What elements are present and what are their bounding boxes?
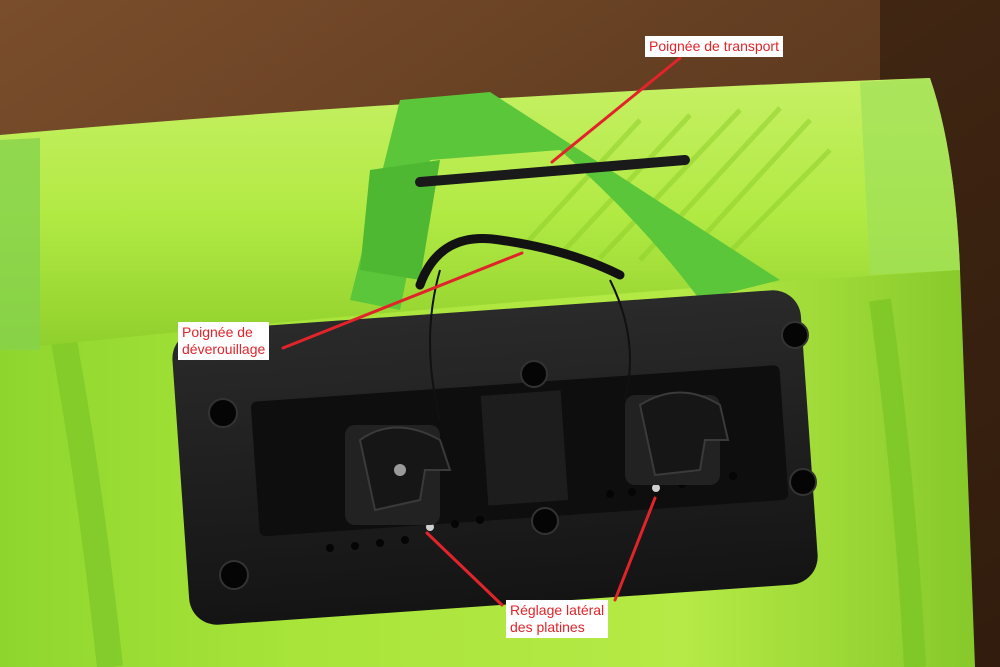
bag-side-seam xyxy=(47,317,123,667)
label-lateral-adjust-line1: Réglage latéral xyxy=(510,602,605,618)
left-hook xyxy=(345,425,452,525)
roll-top-left-band xyxy=(0,138,40,350)
rail-center-block xyxy=(480,390,569,506)
screw-top-right xyxy=(781,321,809,349)
carry-handle-bar xyxy=(415,155,690,187)
carry-strap-loop xyxy=(360,160,440,280)
label-carry-handle: Poignée de transport xyxy=(645,36,783,57)
screw-bottom-center xyxy=(531,507,559,535)
roll-top-right-band xyxy=(860,78,960,275)
release-cord xyxy=(415,234,625,290)
screw-bottom-right xyxy=(789,468,817,496)
label-lateral-adjust: Réglage latéral des platines xyxy=(506,600,609,638)
label-lateral-adjust-line2: des platines xyxy=(510,619,585,635)
leader-lateral-adjust-left xyxy=(425,531,504,607)
label-release-handle-line1: Poignée de xyxy=(182,324,253,340)
leader-lines xyxy=(281,56,682,607)
leader-lateral-adjust-right xyxy=(613,496,657,602)
screw-top-center xyxy=(520,360,548,388)
label-release-handle: Poignée de déverouillage xyxy=(178,322,270,360)
plate-screws xyxy=(208,321,817,590)
adjustment-holes-left xyxy=(326,516,484,552)
right-hook xyxy=(625,391,730,485)
label-carry-handle-text: Poignée de transport xyxy=(649,38,779,54)
screw-bottom-left xyxy=(219,560,249,590)
bag-right-seam xyxy=(869,298,926,667)
carry-strap xyxy=(350,92,780,310)
leader-release-handle xyxy=(281,251,524,350)
label-release-handle-line2: déverouillage xyxy=(182,341,266,357)
release-cord-right-wire xyxy=(609,279,631,401)
leader-carry-handle xyxy=(550,56,682,164)
screw-top-left xyxy=(208,398,238,428)
